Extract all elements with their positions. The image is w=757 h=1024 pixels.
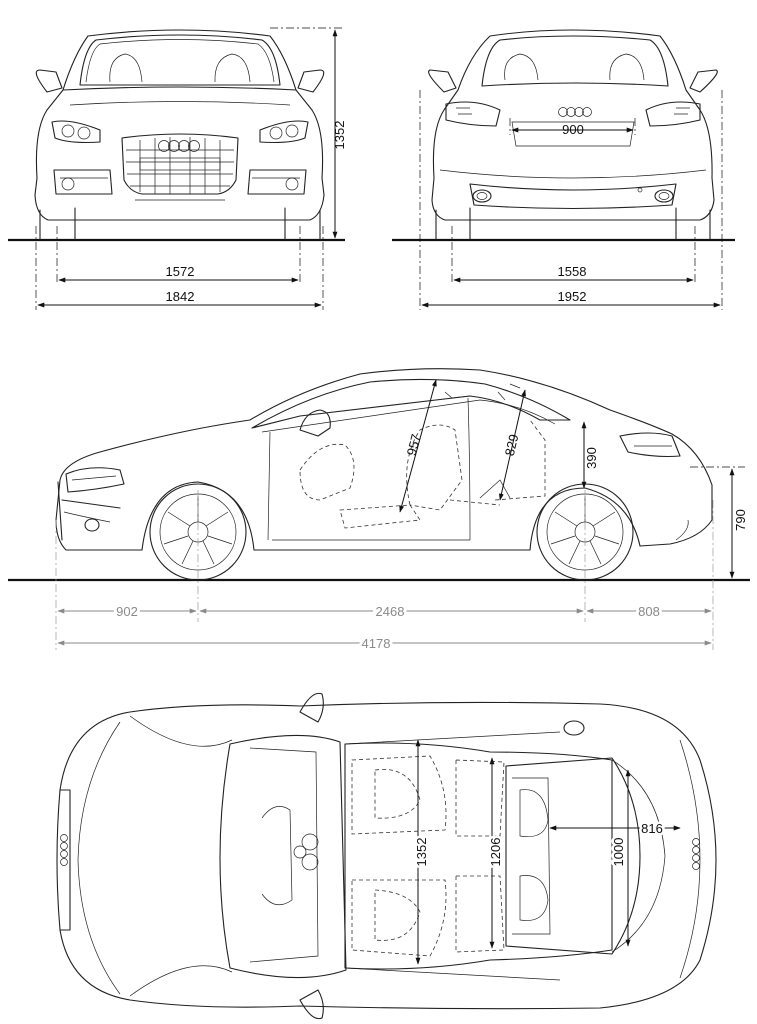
boot-width-label: 1000 [611, 838, 626, 867]
rear-width-label: 1952 [558, 289, 587, 304]
rear-overhang-label: 808 [638, 604, 660, 619]
front-track-label: 1572 [166, 264, 195, 279]
rear-plate-label: 900 [562, 122, 584, 137]
brand-logo-rear [558, 107, 592, 117]
brand-logo-top [60, 834, 68, 866]
boot-length-label: 816 [641, 821, 663, 836]
front-width-label: 1842 [166, 289, 195, 304]
front-view: 1352 1572 1842 [8, 27, 347, 310]
rear-headroom-label: 829 [502, 433, 521, 458]
front-shoulder-width-label: 1352 [414, 838, 429, 867]
brand-logo [158, 140, 200, 152]
wheelbase-label: 2468 [376, 604, 405, 619]
rear-view: 900 1558 1952 [392, 29, 735, 310]
side-view: 957 829 390 790 902 2468 808 4178 [8, 368, 750, 654]
rear-track-label: 1558 [558, 264, 587, 279]
front-headroom-label: 957 [404, 432, 424, 457]
rear-shoulder-width-label: 1206 [488, 838, 503, 867]
front-overhang-label: 902 [116, 604, 138, 619]
top-view: 1352 1206 816 1000 [56, 692, 717, 1020]
brand-logo-top-rear [692, 838, 700, 870]
front-height-label: 1352 [332, 121, 347, 150]
boot-height-label: 390 [584, 447, 599, 469]
load-sill-height-label: 790 [733, 509, 748, 531]
overall-length-label: 4178 [362, 636, 391, 651]
